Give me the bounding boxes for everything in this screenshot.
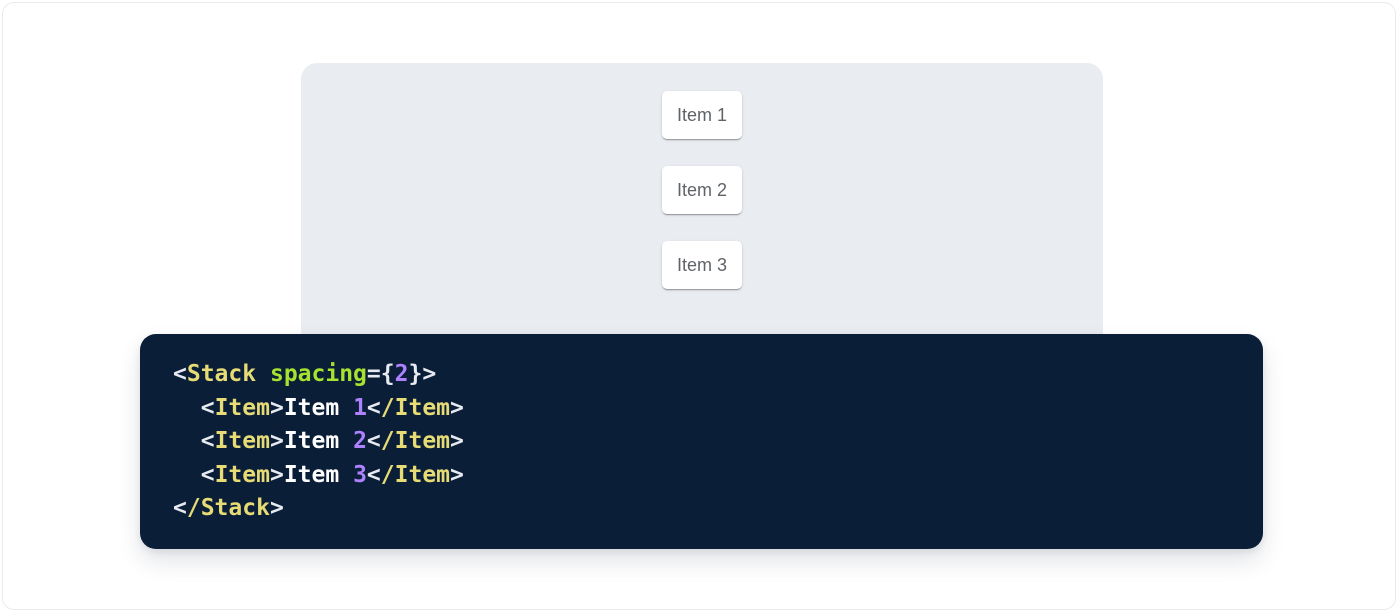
code-token-num: 2	[394, 361, 409, 387]
code-line-3: <Item>Item 2</Item>	[173, 425, 1230, 459]
code-token-tag: Item	[214, 461, 270, 488]
code-line-4: <Item>Item 3</Item>	[173, 459, 1230, 493]
code-token-num: 1	[353, 394, 367, 421]
code-token-num: 3	[353, 461, 367, 488]
code-token-plain: Item	[283, 461, 354, 488]
code-token-punct: }	[408, 361, 423, 387]
code-token-punct: >	[269, 428, 284, 454]
code-token-plain	[173, 428, 201, 454]
code-token-punct: <	[366, 428, 381, 454]
code-token-tag: /Item	[380, 428, 451, 454]
code-token-tag: /Stack	[186, 495, 270, 521]
code-token-num: 2	[353, 428, 367, 454]
code-token-plain: Item	[283, 428, 354, 454]
code-token-punct: {	[380, 361, 395, 387]
stack-demo-panel: Item 1 Item 2 Item 3	[301, 63, 1103, 355]
code-token-punct: <	[173, 495, 187, 521]
code-line-2: <Item>Item 1</Item>	[173, 392, 1230, 426]
code-token-punct: >	[269, 394, 284, 421]
code-line-1: <Stack spacing={2}>	[173, 358, 1230, 392]
stack-item-1: Item 1	[662, 91, 742, 139]
code-token-tag: Item	[214, 428, 270, 454]
stack-item-2: Item 2	[662, 166, 742, 214]
code-token-plain	[173, 395, 201, 421]
code-content: <Stack spacing={2}> <Item>Item 1</Item> …	[173, 358, 1230, 526]
code-token-punct: <	[200, 394, 215, 421]
code-token-punct: >	[450, 461, 464, 488]
code-token-tag: /Item	[380, 461, 451, 488]
code-token-punct: >	[450, 428, 464, 454]
code-token-tag: Stack	[186, 361, 257, 387]
stack-container: Item 1 Item 2 Item 3	[301, 63, 1103, 289]
code-token-plain	[256, 361, 270, 387]
code-token-punct: >	[269, 495, 284, 521]
code-token-attr: spacing	[269, 361, 367, 387]
code-token-punct: <	[173, 361, 187, 387]
code-token-punct: >	[269, 461, 284, 488]
code-line-5: </Stack>	[173, 492, 1230, 526]
code-token-punct: =	[366, 361, 381, 387]
code-token-punct: >	[450, 394, 464, 421]
code-token-punct: <	[366, 461, 381, 488]
code-token-punct: <	[200, 461, 215, 488]
code-token-tag: Item	[214, 394, 270, 421]
code-token-punct: >	[422, 361, 437, 387]
code-token-plain	[173, 462, 201, 488]
code-token-punct: <	[200, 428, 215, 454]
code-token-tag: /Item	[380, 394, 451, 421]
stack-item-3: Item 3	[662, 241, 742, 289]
code-token-plain: Item	[283, 394, 354, 421]
code-block: <Stack spacing={2}> <Item>Item 1</Item> …	[140, 334, 1263, 549]
code-token-punct: <	[366, 394, 381, 421]
